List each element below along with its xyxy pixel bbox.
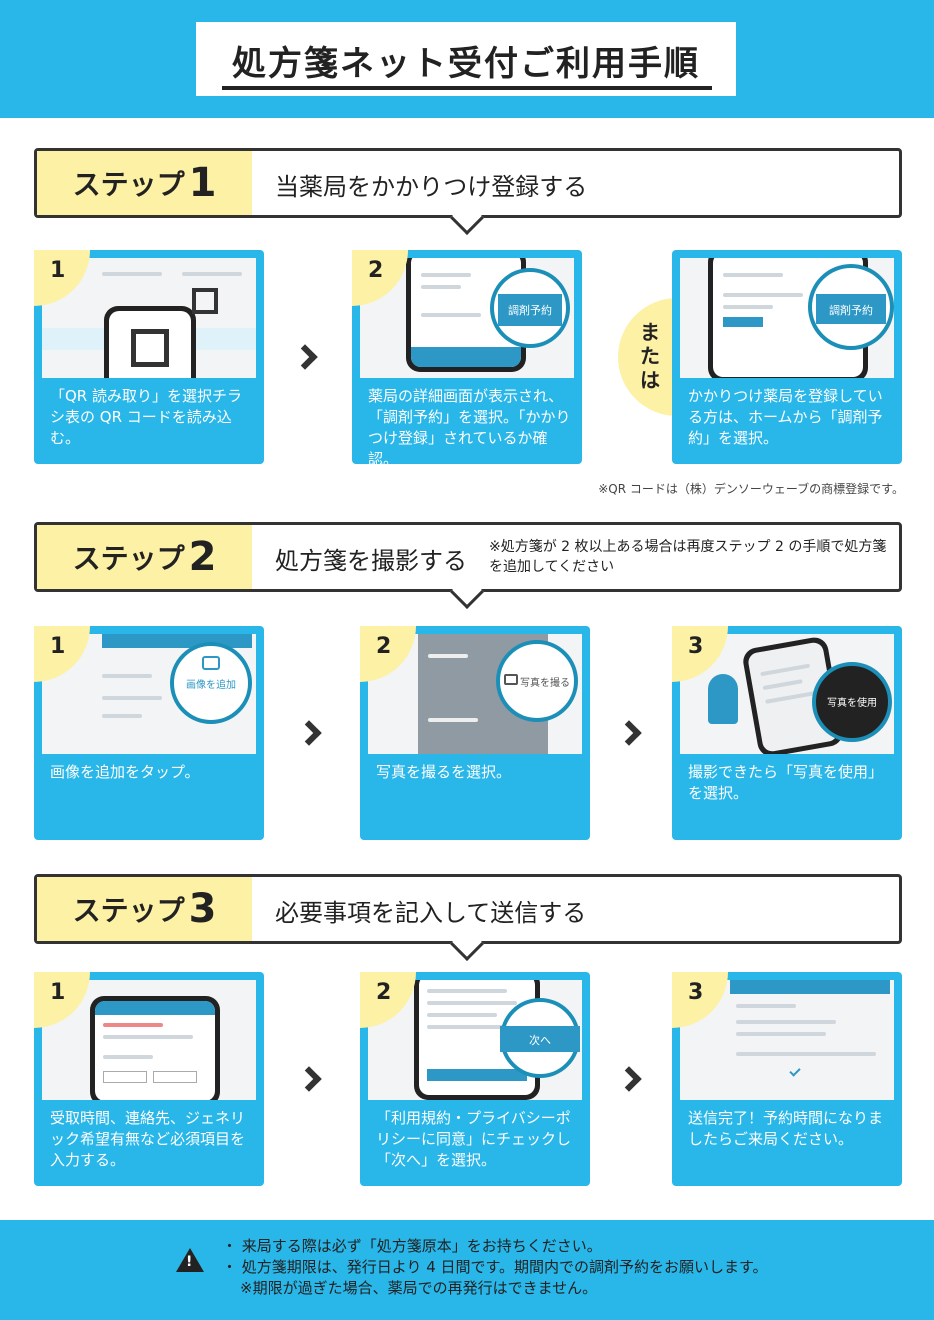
step-1-label: ステップ 1 (37, 151, 252, 215)
qr-trademark-note: ※QR コードは（株）デンソーウェーブの商標登録です。 (598, 482, 904, 496)
footer-line: ・ 来局する際は必ず「処方箋原本」をお持ちください。 (222, 1237, 602, 1255)
step-2-card-3: 写真を使用 3 撮影できたら「写真を使用」を選択。 (672, 626, 902, 840)
card-caption: かかりつけ薬局を登録している方は、ホームから「調剤予約」を選択。 (688, 387, 883, 447)
screenshot-home: 調剤予約 (680, 258, 894, 378)
phone-mockup (90, 996, 220, 1100)
step-1-card-2: 調剤予約 2 薬局の詳細画面が表示され、「調剤予約」を選択。「かかりつけ登録」さ… (352, 250, 582, 468)
card-caption: 「利用規約・プライバシーポリシーに同意」にチェックし「次へ」を選択。 (376, 1109, 572, 1169)
card-caption: 写真を撮るを選択。 (376, 763, 512, 781)
reserve-button-zoom: 調剤予約 (498, 294, 562, 326)
step-pointer (450, 575, 484, 609)
step-number: 1 (188, 160, 217, 206)
step-2-bar: ステップ 2 処方箋を撮影する ※処方箋が 2 枚以上ある場合は再度ステップ 2… (34, 522, 902, 609)
add-image-zoom: 画像を追加 (186, 680, 236, 691)
use-photo-zoom: 写真を使用 (827, 698, 877, 709)
zoom-callout: 調剤予約 (490, 268, 570, 348)
step-2-note: ※処方箋が 2 枚以上ある場合は再度ステップ 2 の手順で処方箋を追加してくださ… (489, 539, 887, 575)
qr-code-icon (131, 329, 169, 367)
title-underline (222, 86, 712, 90)
card-caption: 薬局の詳細画面が表示され、「調剤予約」を選択。「かかりつけ登録」されているか確認… (368, 387, 571, 468)
take-photo-zoom: 写真を撮る (520, 678, 570, 689)
next-button-zoom: 次へ (500, 1026, 580, 1052)
step-1-card-3: 調剤予約 かかりつけ薬局を登録している方は、ホームから「調剤予約」を選択。 (672, 250, 902, 464)
screenshot-qr-scan (42, 258, 256, 378)
step-pointer (450, 927, 484, 961)
camera-icon (504, 674, 518, 685)
page-title: 処方箋ネット受付ご利用手順 (232, 44, 700, 84)
chevron-right-icon (292, 344, 318, 370)
zoom-callout: 写真を撮る (496, 640, 578, 722)
or-text: または (640, 320, 660, 392)
step-number: 2 (188, 534, 217, 580)
chevron-right-icon (296, 1066, 322, 1092)
step-3-label: ステップ 3 (37, 877, 252, 941)
card-caption: 受取時間、連絡先、ジェネリック希望有無など必須項目を入力する。 (50, 1109, 246, 1169)
reserve-button-zoom: 調剤予約 (816, 294, 886, 324)
prescription-label (708, 674, 738, 724)
step-1-bar: ステップ 1 当薬局をかかりつけ登録する (34, 148, 902, 235)
step-3-bar: ステップ 3 必要事項を記入して送信する (34, 874, 902, 961)
step-3-card-3: 3 送信完了！予約時間になりましたらご来局ください。 (672, 972, 902, 1186)
step-1-card-1: 1 「QR 読み取り」を選択チラシ表の QR コードを読み込む。 (34, 250, 264, 464)
footer-line: ・ 処方箋期限は、発行日より 4 日間です。期間内での調剤予約をお願いします。 (222, 1258, 768, 1276)
phone-mockup (104, 306, 196, 378)
zoom-callout: 写真を使用 (812, 662, 892, 742)
card-caption: 「QR 読み取り」を選択チラシ表の QR コードを読み込む。 (50, 387, 242, 447)
screenshot-pharmacy-detail: 調剤予約 (360, 258, 574, 378)
step-2-description: 処方箋を撮影する (275, 547, 467, 575)
screenshot-agree: 次へ (368, 980, 582, 1100)
step-word: ステップ (72, 894, 185, 927)
warning-icon (176, 1248, 204, 1272)
step-2-label: ステップ 2 (37, 525, 252, 589)
qr-code-icon (192, 288, 218, 314)
chevron-right-icon (296, 720, 322, 746)
header-banner: 処方箋ネット受付ご利用手順 (0, 0, 934, 118)
step-word: ステップ (72, 168, 185, 201)
screenshot-take-photo: 写真を撮る (368, 634, 582, 754)
camera-icon (202, 656, 220, 670)
step-pointer (450, 201, 484, 235)
title-box: 処方箋ネット受付ご利用手順 (196, 22, 736, 96)
chevron-right-icon (616, 720, 642, 746)
footer-notice: ! ・ 来局する際は必ず「処方箋原本」をお持ちください。 ・ 処方箋期限は、発行… (0, 1220, 934, 1320)
card-caption: 送信完了！予約時間になりましたらご来局ください。 (688, 1109, 884, 1148)
step-3-card-1: 1 受取時間、連絡先、ジェネリック希望有無など必須項目を入力する。 (34, 972, 264, 1186)
footer-line: ※期限が過ぎた場合、薬局での再発行はできません。 (240, 1279, 598, 1297)
zoom-callout: 画像を追加 (170, 642, 252, 724)
zoom-callout: 次へ (500, 998, 580, 1078)
card-caption: 撮影できたら「写真を使用」を選択。 (688, 763, 884, 802)
zoom-callout: 調剤予約 (808, 264, 894, 350)
step-word: ステップ (72, 542, 185, 575)
step-2-card-1: 画像を追加 1 画像を追加をタップ。 (34, 626, 264, 840)
warning-mark: ! (186, 1254, 193, 1270)
step-number: 3 (188, 886, 217, 932)
step-3-card-2: 次へ 2 「利用規約・プライバシーポリシーに同意」にチェックし「次へ」を選択。 (360, 972, 590, 1186)
chevron-right-icon (616, 1066, 642, 1092)
check-icon (789, 1065, 801, 1077)
step-2-card-2: 写真を撮る 2 写真を撮るを選択。 (360, 626, 590, 840)
card-caption: 画像を追加をタップ。 (50, 763, 200, 781)
step-1-description: 当薬局をかかりつけ登録する (275, 173, 588, 201)
footer-notes: ・ 来局する際は必ず「処方箋原本」をお持ちください。 ・ 処方箋期限は、発行日よ… (222, 1236, 902, 1299)
step-3-description: 必要事項を記入して送信する (275, 899, 587, 927)
phone-mockup (406, 258, 526, 372)
